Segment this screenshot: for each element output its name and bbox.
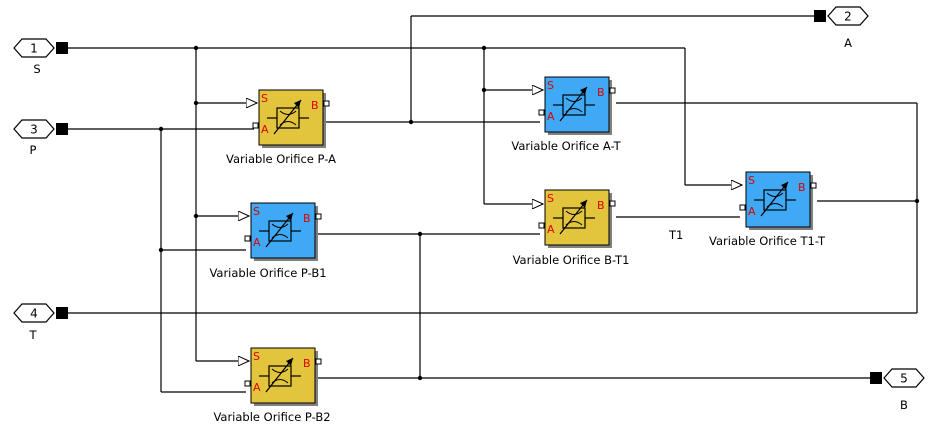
orifice-block-pb1[interactable]: S A B (244, 202, 322, 261)
port-1[interactable]: 1 S (13, 38, 68, 76)
orifice-block-t1t[interactable]: S A B (739, 171, 817, 230)
pin-label-b: B (597, 199, 605, 212)
port-b-square (323, 100, 330, 107)
orifice-block-pa[interactable]: S A B (252, 89, 330, 148)
port-a-square (244, 235, 251, 242)
pin-label-a: A (547, 223, 555, 236)
port-name: A (844, 36, 852, 50)
port-b-square (609, 87, 616, 94)
port-b-square (810, 182, 817, 189)
pin-label-s: S (261, 92, 268, 105)
pin-label-b: B (798, 181, 806, 194)
connection-lines (67, 15, 918, 393)
port-a-square (739, 204, 746, 211)
port-2[interactable]: 2 A (814, 6, 869, 50)
variable-orifice-icon (553, 199, 595, 235)
port-b-square (609, 200, 616, 207)
variable-orifice-icon (267, 99, 309, 135)
pin-label-b: B (597, 86, 605, 99)
port-3[interactable]: 3 P (13, 119, 68, 157)
variable-orifice-icon (259, 212, 301, 248)
pin-label-s: S (547, 79, 554, 92)
orifice-block-pb2[interactable]: S A B (244, 347, 322, 406)
port-number: 1 (30, 42, 38, 56)
pin-label-s: S (253, 350, 260, 363)
pin-label-a: A (253, 381, 261, 394)
variable-orifice-icon (553, 86, 595, 122)
port-a-square (538, 109, 545, 116)
pin-label-a: A (261, 123, 269, 136)
port-5[interactable]: 5 B (870, 368, 925, 412)
pin-label-a: A (547, 110, 555, 123)
pin-label-b: B (311, 99, 319, 112)
pin-label-s: S (547, 192, 554, 205)
port-a-square (538, 222, 545, 229)
port-number: 5 (900, 372, 908, 386)
variable-orifice-icon (259, 357, 301, 393)
port-number: 4 (30, 307, 38, 321)
port-b-square (315, 213, 322, 220)
block-label-pb2: Variable Orifice P-B2 (213, 410, 330, 424)
pin-label-a: A (748, 205, 756, 218)
block-label-pb1: Variable Orifice P-B1 (209, 266, 326, 280)
block-label-t1t: Variable Orifice T1-T (709, 234, 826, 248)
pin-label-b: B (303, 357, 311, 370)
port-b-square (315, 358, 322, 365)
port-name: B (900, 398, 908, 412)
port-number: 3 (30, 123, 38, 137)
orifice-block-at[interactable]: S A B (538, 76, 616, 135)
junction-dots (158, 45, 920, 381)
variable-orifice-icon (754, 181, 796, 217)
port-name: S (33, 62, 40, 76)
block-label-at: Variable Orifice A-T (511, 139, 621, 153)
block-label-bt1: Variable Orifice B-T1 (513, 253, 630, 267)
port-4[interactable]: 4 T (13, 303, 68, 342)
port-name: T (28, 328, 37, 342)
port-name: P (30, 143, 37, 157)
pin-label-b: B (303, 212, 311, 225)
port-number: 2 (844, 10, 852, 24)
signal-label-t1: T1 (668, 228, 683, 242)
port-a-square (252, 122, 259, 129)
pin-label-a: A (253, 236, 261, 249)
pin-label-s: S (748, 174, 755, 187)
pin-label-s: S (253, 205, 260, 218)
port-a-square (244, 380, 251, 387)
orifice-block-bt1[interactable]: S A B (538, 189, 616, 248)
block-label-pa: Variable Orifice P-A (226, 152, 336, 166)
